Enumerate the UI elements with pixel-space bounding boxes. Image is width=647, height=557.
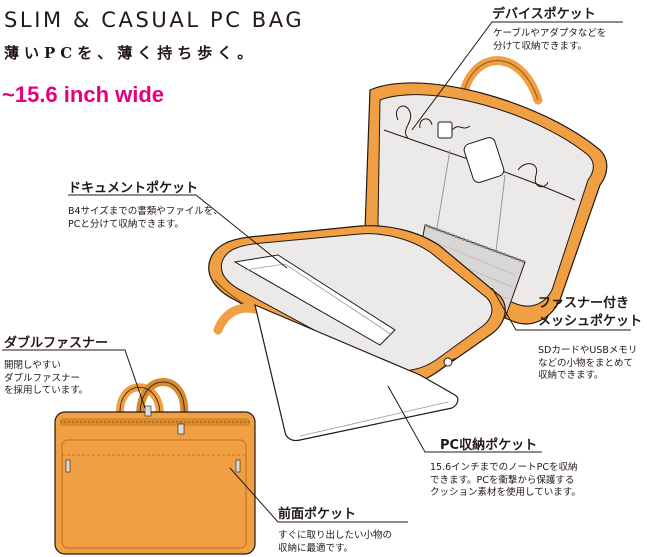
desc-line: すぐに取り出したい小物の (278, 530, 393, 541)
closed-bag-body (54, 411, 256, 555)
desc-line: B4サイズまでの書類やファイルを、 (68, 206, 223, 217)
front-pocket-desc: すぐに取り出したい小物の 収納に最適です。 (278, 530, 392, 555)
product-tagline: 薄いPCを、薄く持ち歩く。 (4, 44, 258, 62)
double-zipper-heading: ダブルファスナー (4, 336, 109, 351)
desc-line: ケーブルやアダプタなどを (493, 28, 607, 39)
desc-line: 開閉しやすい (4, 360, 61, 371)
laptop (254, 303, 459, 442)
desc-line: クッション素材を使用しています。 (430, 487, 581, 498)
document-pocket-heading: ドキュメントポケット (68, 181, 199, 196)
desc-line: SDカードやUSBメモリ (538, 345, 638, 356)
pc-pocket-desc: 15.6インチまでのノートPCを収納 できます。PCを衝撃から保護する クッショ… (430, 462, 581, 500)
device-pocket-desc: ケーブルやアダプタなどを 分けて収納できます。 (493, 28, 606, 53)
desc-line: 15.6インチまでのノートPCを収納 (430, 462, 578, 473)
desc-line: を採用しています。 (4, 385, 89, 396)
cable-items (396, 105, 549, 188)
device-pocket-heading: デバイスポケット (492, 7, 596, 22)
size-label: ~15.6 inch wide (2, 82, 165, 107)
product-title: SLIM & CASUAL PC BAG (4, 8, 305, 32)
document-pocket (233, 254, 396, 346)
desc-line: などの小物をまとめて (538, 357, 634, 369)
double-zipper-desc: 開閉しやすい ダブルファスナー を採用しています。 (4, 360, 88, 398)
document-pocket-desc: B4サイズまでの書類やファイルを、 PCと分けて収納できます。 (68, 206, 223, 231)
pc-pocket-heading: PC収納ポケット (440, 438, 538, 453)
heading-line: ファスナー付き (538, 296, 630, 311)
front-pocket (61, 439, 247, 549)
desc-line: ダブルファスナー (4, 372, 81, 384)
desc-line: できます。PCを衝撃から保護する (430, 474, 575, 486)
smartphone (463, 137, 505, 183)
front-pocket-heading: 前面ポケット (278, 507, 357, 522)
desc-line: 収納できます。 (538, 370, 604, 381)
leader-lines (2, 21, 631, 523)
heading-line: メッシュポケット (538, 314, 643, 329)
desc-line: 収納に最適です。 (278, 542, 354, 554)
mesh-pocket-desc: SDカードやUSBメモリ などの小物をまとめて 収納できます。 (538, 345, 637, 383)
desc-line: 分けて収納できます。 (493, 40, 588, 52)
desc-line: PCと分けて収納できます。 (68, 218, 184, 230)
mesh-pocket-heading: ファスナー付き メッシュポケット (538, 295, 642, 331)
